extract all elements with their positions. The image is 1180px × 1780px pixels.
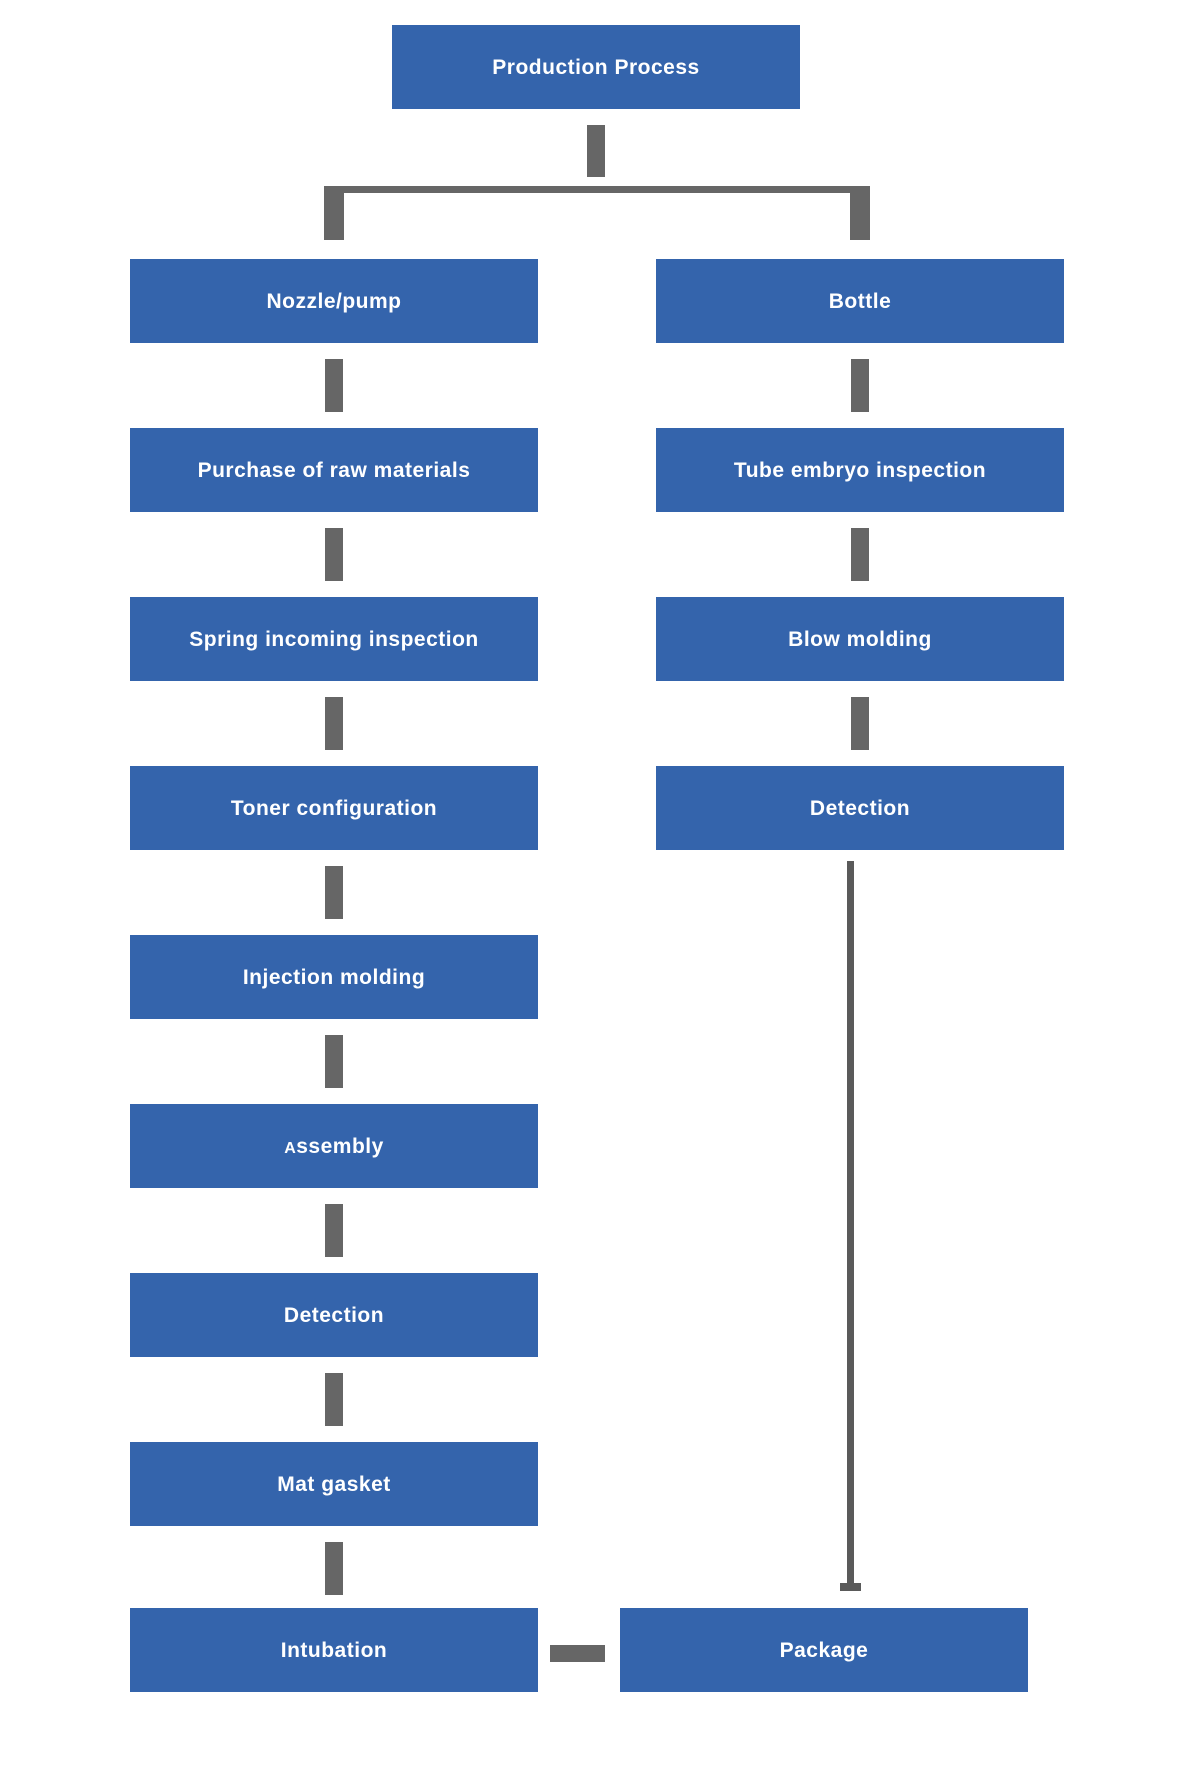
connector-intubation-to-package	[550, 1645, 605, 1662]
connector-detection-to-package-cap	[840, 1583, 861, 1591]
connector-left-5	[325, 1204, 343, 1257]
connector-left-7	[325, 1542, 343, 1595]
node-label: Injection molding	[242, 965, 426, 989]
node-label: Mat gasket	[277, 1472, 391, 1496]
node-blow-molding: Blow molding	[656, 597, 1064, 681]
connector-right-drop	[850, 186, 870, 240]
connector-left-4	[325, 1035, 343, 1088]
node-intubation: Intubation	[130, 1608, 538, 1692]
connector-left-1	[325, 528, 343, 581]
node-label: Detection	[283, 1303, 385, 1327]
node-toner-configuration: Toner configuration	[130, 766, 538, 850]
node-label: Bottle	[828, 289, 892, 313]
node-label: Nozzle/pump	[266, 289, 402, 313]
node-label: Toner configuration	[230, 796, 438, 820]
node-nozzle-pump: Nozzle/pump	[130, 259, 538, 343]
node-tube-embryo-inspection: Tube embryo inspection	[656, 428, 1064, 512]
connector-left-0	[325, 359, 343, 412]
node-detection-right: Detection	[656, 766, 1064, 850]
node-label: Purchase of raw materials	[197, 458, 471, 482]
node-label: Package	[779, 1638, 869, 1662]
node-bottle: Bottle	[656, 259, 1064, 343]
connector-left-2	[325, 697, 343, 750]
node-package: Package	[620, 1608, 1028, 1692]
connector-detection-to-package-line	[847, 861, 854, 1583]
connector-left-drop	[324, 186, 344, 240]
node-production-process: Production Process	[392, 25, 800, 109]
node-label: Spring incoming inspection	[189, 627, 479, 651]
node-label: Intubation	[280, 1638, 388, 1662]
connector-right-2	[851, 697, 869, 750]
node-label: Production Process	[492, 55, 700, 79]
node-label: Blow molding	[788, 627, 932, 651]
connector-root-stub	[587, 125, 605, 177]
node-label: Assembly	[284, 1134, 384, 1158]
node-mat-gasket: Mat gasket	[130, 1442, 538, 1526]
node-assembly: Assembly	[130, 1104, 538, 1188]
connector-left-3	[325, 866, 343, 919]
node-label: Tube embryo inspection	[733, 458, 987, 482]
connector-right-0	[851, 359, 869, 412]
node-purchase-of-raw-materials: Purchase of raw materials	[130, 428, 538, 512]
connector-left-6	[325, 1373, 343, 1426]
connector-right-1	[851, 528, 869, 581]
connector-branch-rail	[324, 186, 870, 193]
node-label: Detection	[809, 796, 911, 820]
node-detection-left: Detection	[130, 1273, 538, 1357]
node-injection-molding: Injection molding	[130, 935, 538, 1019]
node-spring-incoming-inspection: Spring incoming inspection	[130, 597, 538, 681]
